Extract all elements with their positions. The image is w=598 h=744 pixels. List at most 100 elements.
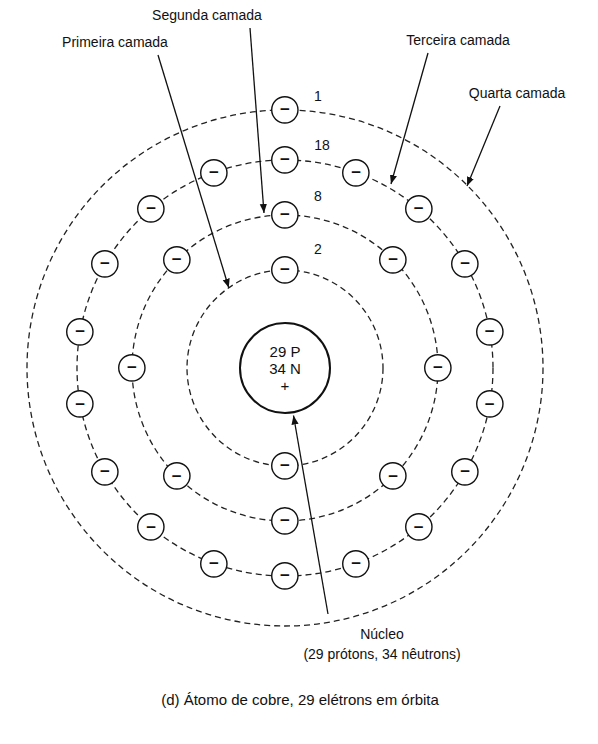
- electron: −: [271, 146, 299, 174]
- electron-sign: −: [388, 251, 398, 268]
- electron: −: [91, 458, 119, 486]
- leader-line: [467, 106, 500, 186]
- electron-sign: −: [414, 200, 424, 217]
- electron-sign: −: [280, 261, 290, 278]
- leader-line: [158, 55, 229, 288]
- electron: −: [342, 159, 370, 187]
- electron: −: [271, 96, 299, 124]
- electron-sign: −: [280, 101, 290, 118]
- shell-label: Segunda camada: [152, 7, 262, 23]
- electron-count: 1: [314, 88, 322, 104]
- electron: −: [342, 550, 370, 578]
- electron-sign: −: [100, 463, 110, 480]
- electron: −: [476, 318, 504, 346]
- second-shell: [132, 215, 438, 521]
- electron-circle: [380, 247, 406, 273]
- electron-sign: −: [280, 457, 290, 474]
- electron-circle: [67, 319, 93, 345]
- electron-circle: [272, 202, 298, 228]
- electron-circle: [164, 247, 190, 273]
- electron-count: 8: [314, 188, 322, 204]
- electron-sign: −: [100, 255, 110, 272]
- electron: −: [271, 507, 299, 535]
- electron: −: [137, 513, 165, 541]
- electron-circle: [343, 550, 369, 576]
- figure-caption: (d) Átomo de cobre, 29 elétrons em órbit…: [161, 691, 439, 709]
- electron: −: [163, 462, 191, 490]
- leader-line: [294, 416, 329, 615]
- electron: −: [271, 562, 299, 590]
- electron-circle: [272, 453, 298, 479]
- electron-circle: [477, 319, 503, 345]
- electron-circle: [477, 391, 503, 417]
- electron-sign: −: [280, 512, 290, 529]
- third-shell: [77, 160, 493, 576]
- electron-sign: −: [485, 323, 495, 340]
- nucleus-text: 34 N: [269, 360, 301, 377]
- electron-sign: −: [388, 468, 398, 485]
- electron-sign: −: [209, 555, 219, 572]
- electron-circle: [92, 459, 118, 485]
- electron: −: [66, 390, 94, 418]
- electron-sign: −: [414, 519, 424, 536]
- electron-circle: [406, 514, 432, 540]
- electron-circle: [138, 196, 164, 222]
- electron-circle: [272, 508, 298, 534]
- electron: −: [424, 354, 452, 382]
- electron-sign: −: [280, 151, 290, 168]
- electron: −: [271, 452, 299, 480]
- electron-circle: [164, 463, 190, 489]
- electron: −: [379, 462, 407, 490]
- nucleus-text: 29 P: [270, 343, 301, 360]
- electron: −: [451, 458, 479, 486]
- electron-sign: −: [280, 206, 290, 223]
- electron-sign: −: [460, 255, 470, 272]
- electron-circle: [272, 563, 298, 589]
- nucleus: 29 P34 N+: [239, 322, 331, 414]
- electron-circle: [343, 159, 369, 185]
- electron-circle: [272, 257, 298, 283]
- electron: −: [200, 550, 228, 578]
- electron-circle: [67, 391, 93, 417]
- nucleus-label: (29 prótons, 34 nêutrons): [303, 646, 460, 662]
- shell-label: Terceira camada: [406, 32, 510, 48]
- electron: −: [271, 201, 299, 229]
- electron-circle: [272, 97, 298, 123]
- electron: −: [379, 246, 407, 274]
- nucleus-label: Núcleo: [360, 626, 404, 642]
- electron-sign: −: [351, 555, 361, 572]
- electron-sign: −: [209, 164, 219, 181]
- fourth-shell: [27, 110, 543, 626]
- electron: −: [137, 195, 165, 223]
- electron-sign: −: [146, 519, 156, 536]
- electron-sign: −: [127, 359, 137, 376]
- electron-circle: [138, 514, 164, 540]
- nucleus-circle: [240, 323, 330, 413]
- leader-line: [250, 28, 264, 213]
- electron: −: [271, 256, 299, 284]
- electron-sign: −: [280, 567, 290, 584]
- electron: −: [200, 159, 228, 187]
- nucleus-text: +: [281, 377, 290, 394]
- electron: −: [163, 246, 191, 274]
- electron-sign: −: [460, 463, 470, 480]
- electron-count: 18: [314, 137, 330, 153]
- electron-circle: [406, 196, 432, 222]
- electron: −: [405, 513, 433, 541]
- electron-circle: [425, 355, 451, 381]
- shell-label: Primeira camada: [62, 34, 168, 50]
- electron: −: [405, 195, 433, 223]
- shell-label: Quarta camada: [469, 85, 566, 101]
- electron-sign: −: [75, 323, 85, 340]
- electron-sign: −: [172, 468, 182, 485]
- electron: −: [91, 250, 119, 278]
- electron-circle: [92, 251, 118, 277]
- first-shell: [187, 270, 383, 466]
- electron-sign: −: [172, 251, 182, 268]
- electron-sign: −: [351, 164, 361, 181]
- electron-circle: [272, 147, 298, 173]
- electron-sign: −: [433, 359, 443, 376]
- electron-sign: −: [146, 200, 156, 217]
- electron-circle: [201, 550, 227, 576]
